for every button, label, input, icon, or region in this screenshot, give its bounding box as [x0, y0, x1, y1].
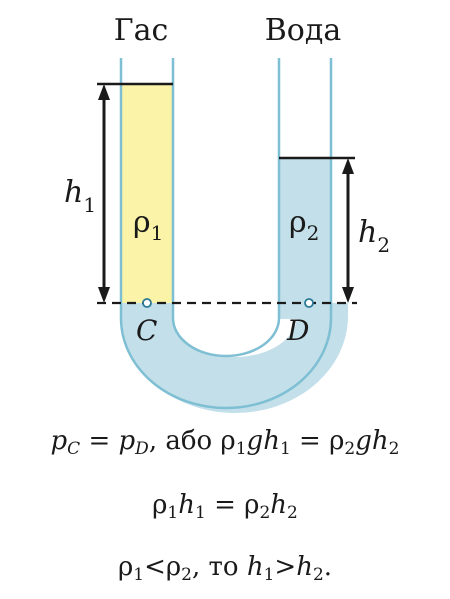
u-tube-diagram: Гас Вода h1 h2 ρ1 ρ2 C D	[64, 13, 390, 413]
left-column-kerosene	[121, 84, 173, 303]
f1-g1: g	[246, 426, 264, 456]
f1-h2: h	[371, 426, 389, 456]
f3-rho2-sub: 2	[181, 565, 192, 585]
f1-pc: p	[50, 426, 68, 456]
label-rho1: ρ1	[133, 205, 163, 245]
label-rho1-sub: 1	[151, 221, 164, 245]
label-h1-base: h	[64, 175, 83, 210]
label-kerosene: Гас	[114, 13, 169, 48]
label-point-c: C	[136, 314, 157, 347]
f2-h1: h	[178, 490, 195, 520]
right-column-water	[280, 158, 332, 303]
label-h2: h2	[358, 215, 390, 257]
label-h1: h1	[64, 175, 96, 217]
label-point-d: D	[286, 314, 309, 347]
label-rho2-sub: 2	[307, 221, 320, 245]
bottom-water-right	[280, 303, 332, 319]
point-c-marker	[142, 298, 152, 308]
label-h2-sub: 2	[377, 233, 390, 257]
f2-rho1: ρ	[152, 490, 168, 520]
formula-line-3: ρ1<ρ2, то h1>h2.	[0, 552, 450, 585]
f2-eq: =	[205, 490, 245, 520]
label-rho2: ρ2	[289, 205, 319, 245]
label-h1-sub: 1	[83, 193, 96, 217]
f3-h1: h	[246, 552, 264, 582]
tube-walls	[119, 58, 333, 410]
f1-eq2: =	[290, 426, 330, 456]
f1-h1-sub: 1	[279, 439, 291, 459]
f2-rho2-sub: 2	[259, 503, 271, 523]
label-water: Вода	[265, 13, 342, 48]
f1-rho1: ρ	[220, 426, 236, 456]
f1-pd-sub: D	[135, 439, 149, 459]
f2-h1-sub: 1	[195, 503, 206, 523]
f3-gt: >	[274, 552, 297, 582]
f2-rho1-sub: 1	[167, 503, 179, 523]
f3-lt: <	[144, 552, 166, 582]
point-d-marker	[304, 298, 314, 308]
outer-tube-wall	[119, 58, 333, 410]
inner-tube-wall	[171, 58, 281, 358]
h2-arrow	[342, 158, 354, 303]
f2-rho2: ρ	[244, 490, 260, 520]
formula-line-2: ρ1h1 = ρ2h2	[0, 490, 450, 523]
label-rho1-base: ρ	[133, 205, 151, 240]
label-h2-base: h	[358, 215, 377, 250]
f3-rho1-sub: 1	[133, 565, 145, 585]
bottom-water-left	[121, 303, 173, 319]
f1-g2: g	[355, 426, 372, 456]
f1-middle: , або	[148, 426, 221, 456]
f3-h1-sub: 1	[263, 565, 275, 585]
f1-pd: p	[118, 426, 136, 456]
f1-pc-sub: C	[67, 439, 81, 459]
f3-rho1: ρ	[117, 552, 134, 582]
f3-middle: , то	[191, 552, 247, 582]
f1-eq1: =	[80, 426, 119, 456]
f1-rho2-sub: 2	[344, 439, 356, 459]
f3-rho2: ρ	[165, 552, 182, 582]
h1-arrow	[98, 84, 110, 303]
f1-h1: h	[263, 426, 280, 456]
formula-line-1: pC = pD, або ρ1gh1 = ρ2gh2	[0, 426, 450, 459]
f1-rho1-sub: 1	[235, 439, 247, 459]
f1-h2-sub: 2	[388, 439, 400, 459]
f2-h2-sub: 2	[287, 503, 298, 523]
label-rho2-base: ρ	[289, 205, 307, 240]
f3-h2: h	[296, 552, 313, 582]
f1-rho2: ρ	[329, 426, 345, 456]
f3-end: .	[323, 552, 333, 582]
f2-h2: h	[270, 490, 288, 520]
f3-h2-sub: 2	[312, 565, 324, 585]
